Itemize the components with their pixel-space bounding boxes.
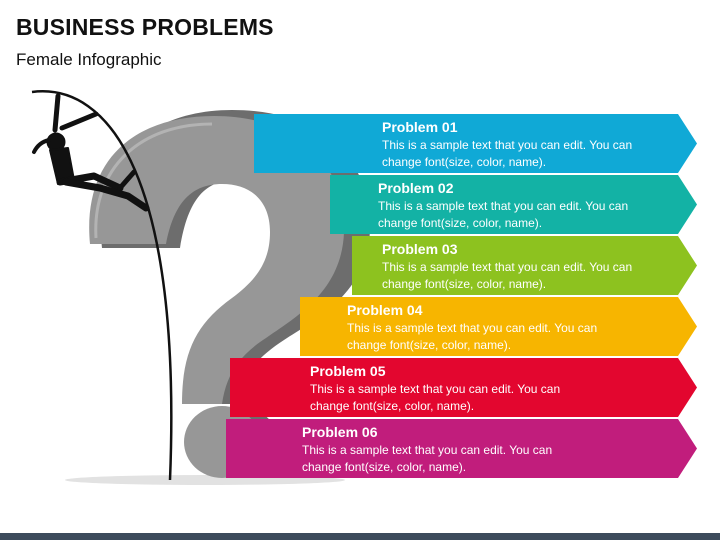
problem-band-2 <box>330 175 697 234</box>
problem-item-1: Problem 01 This is a sample text that you… <box>382 118 642 170</box>
problem-band-4 <box>300 297 697 356</box>
problem-title: Problem 02 <box>378 180 454 196</box>
bottom-bar <box>0 533 720 540</box>
problem-band-3 <box>352 236 697 295</box>
female-vaulter-icon <box>32 93 150 212</box>
problem-title: Problem 03 <box>382 241 458 257</box>
problem-item-2: Problem 02 This is a sample text that you… <box>378 179 638 231</box>
problem-title: Problem 01 <box>382 119 458 135</box>
problem-item-4: Problem 04 This is a sample text that you… <box>347 301 607 353</box>
slide-title: BUSINESS PROBLEMS <box>16 14 274 40</box>
problem-description: This is a sample text that you can edit.… <box>378 199 629 230</box>
problem-description: This is a sample text that you can edit.… <box>382 260 633 291</box>
problem-item-5: Problem 05 This is a sample text that you… <box>310 362 570 414</box>
problem-title: Problem 04 <box>347 302 423 318</box>
problem-description: This is a sample text that you can edit.… <box>382 138 633 169</box>
problem-title: Problem 05 <box>310 363 386 379</box>
problem-band-6 <box>226 419 697 478</box>
slide-subtitle: Female Infographic <box>16 50 162 69</box>
problem-band-1 <box>254 114 697 173</box>
question-mark-highlight <box>94 122 213 239</box>
problem-bands <box>226 114 697 478</box>
problem-description: This is a sample text that you can edit.… <box>302 443 553 474</box>
problem-item-6: Problem 06 This is a sample text that you… <box>302 423 562 475</box>
problem-band-5 <box>230 358 697 417</box>
problem-title: Problem 06 <box>302 424 378 440</box>
problem-item-3: Problem 03 This is a sample text that you… <box>382 240 642 292</box>
problem-description: This is a sample text that you can edit.… <box>347 321 598 352</box>
problem-description: This is a sample text that you can edit.… <box>310 382 561 413</box>
question-mark-face <box>89 116 345 404</box>
